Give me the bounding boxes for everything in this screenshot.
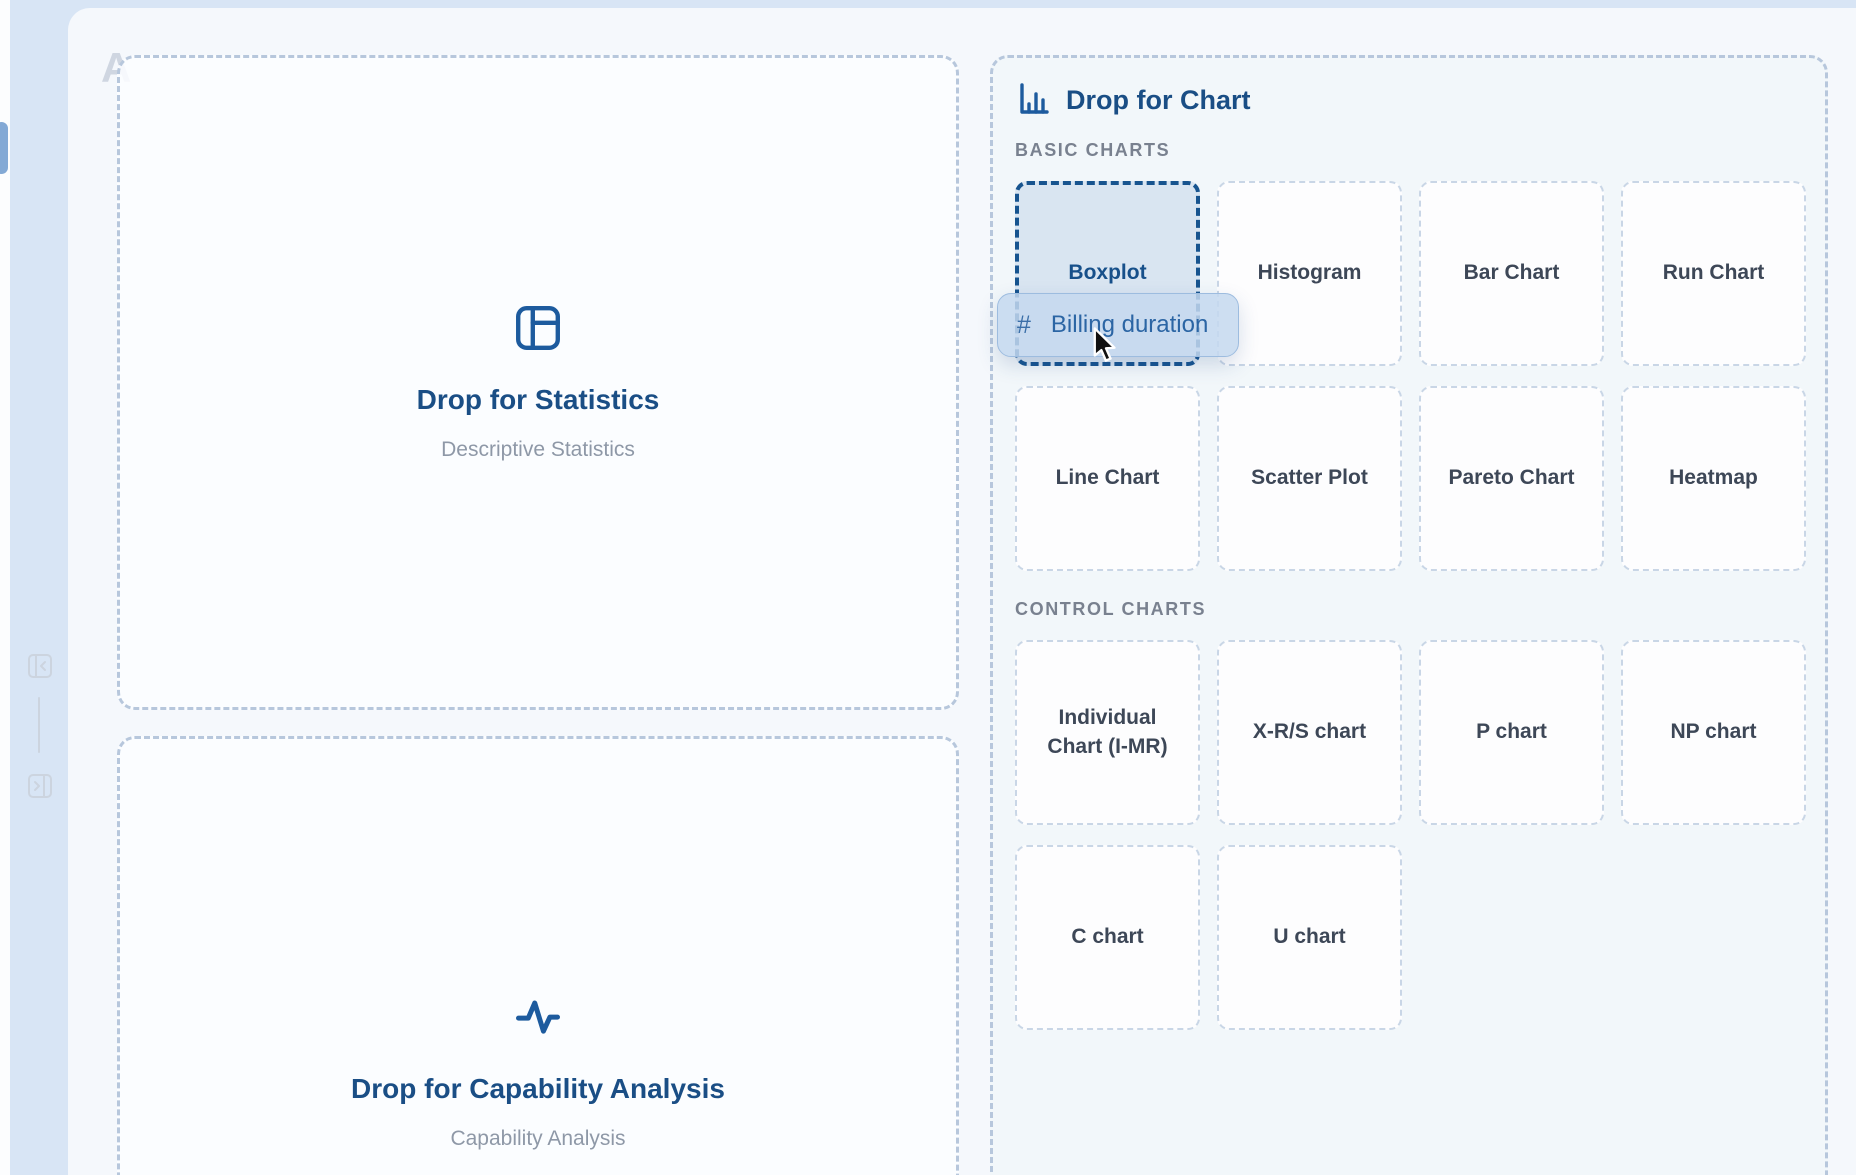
drop-zone-statistics[interactable]: Drop for Statistics Descriptive Statisti… [117, 55, 959, 710]
chart-tile-run-chart[interactable]: Run Chart [1621, 181, 1806, 366]
section-label-control-charts: CONTROL CHARTS [1015, 599, 1207, 619]
drop-zone-capability-analysis[interactable]: Drop for Capability Analysis Capability … [117, 736, 959, 1175]
chart-tile-np-chart[interactable]: NP chart [1621, 640, 1806, 825]
scrollbar-thumb[interactable] [0, 122, 8, 174]
chart-tile-histogram[interactable]: Histogram [1217, 181, 1402, 366]
drop-zone-chart-panel[interactable]: Drop for Chart BASIC CHARTS Boxplot Hist… [990, 55, 1828, 1175]
statistics-zone-subtitle: Descriptive Statistics [441, 438, 635, 461]
chart-tile-bar-chart[interactable]: Bar Chart [1419, 181, 1604, 366]
chart-tile-p-chart[interactable]: P chart [1419, 640, 1604, 825]
collapse-left-panel-button[interactable] [26, 652, 54, 680]
activity-pulse-icon [512, 990, 564, 1047]
capability-zone-title: Drop for Capability Analysis [351, 1072, 725, 1104]
section-label-basic-charts: BASIC CHARTS [1015, 140, 1171, 160]
mouse-cursor-icon [1090, 327, 1120, 370]
chart-tile-scatter-plot[interactable]: Scatter Plot [1217, 386, 1402, 571]
statistics-zone-title: Drop for Statistics [416, 384, 660, 415]
bar-chart-icon [1015, 82, 1051, 118]
chart-panel-header: Drop for Chart [1015, 82, 1803, 118]
chart-tile-line-chart[interactable]: Line Chart [1015, 386, 1200, 571]
chart-tile-xrs-chart[interactable]: X-R/S chart [1217, 640, 1402, 825]
basic-charts-grid: Boxplot Histogram Bar Chart Run Chart Li… [1015, 181, 1806, 571]
dragged-variable-chip[interactable]: # Billing duration [997, 293, 1239, 357]
control-charts-grid: Individual Chart (I-MR) X-R/S chart P ch… [1015, 640, 1806, 1030]
chart-tile-individual-chart-imr[interactable]: Individual Chart (I-MR) [1015, 640, 1200, 825]
left-panel-edge [0, 0, 10, 1175]
chart-tile-c-chart[interactable]: C chart [1015, 845, 1200, 1030]
panel-expand-right-icon [28, 774, 52, 798]
chart-tile-u-chart[interactable]: U chart [1217, 845, 1402, 1030]
numeric-variable-hash-icon: # [1017, 310, 1031, 339]
table-layout-icon [513, 303, 563, 358]
capability-zone-subtitle: Capability Analysis [450, 1126, 626, 1150]
chart-tile-heatmap[interactable]: Heatmap [1621, 386, 1806, 571]
expand-right-panel-button[interactable] [26, 772, 54, 805]
dragged-variable-label: Billing duration [1050, 311, 1209, 338]
chart-tile-pareto-chart[interactable]: Pareto Chart [1419, 386, 1604, 571]
gutter-divider [38, 697, 40, 753]
panel-collapse-left-icon [28, 654, 52, 678]
chart-panel-title: Drop for Chart [1066, 84, 1251, 115]
